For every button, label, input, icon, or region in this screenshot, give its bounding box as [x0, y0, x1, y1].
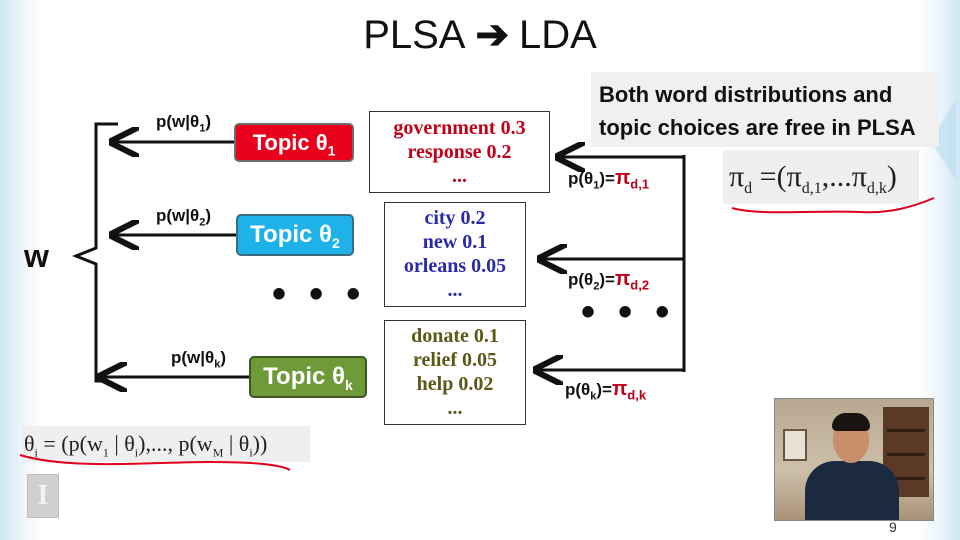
theta-formula: θi = (p(w1 | θi),..., p(wM | θi)): [22, 426, 310, 462]
label-sub: 2: [593, 280, 600, 293]
word-distribution-box-2: city 0.2 new 0.1 orleans 0.05 ...: [384, 202, 526, 307]
pi-sub: d: [744, 180, 753, 197]
label-part: p(θ: [565, 380, 591, 399]
theta-sub: M: [212, 445, 224, 460]
word-line: relief 0.05: [412, 349, 498, 371]
word-line: ...: [447, 397, 463, 419]
pi-sub: d,2: [630, 277, 650, 293]
pi-sub: d,1: [801, 180, 822, 197]
pi-symbol: π: [611, 378, 628, 400]
label-part: p(w|θ: [156, 112, 200, 131]
page-number: 9: [889, 519, 897, 535]
label-sub: 1: [199, 122, 206, 135]
topic-k-box: Topic θk: [249, 356, 367, 398]
slide-title: PLSA➔LDA: [0, 12, 960, 58]
word-line: donate 0.1: [411, 325, 499, 347]
theta-part: )): [252, 431, 268, 456]
word-line: government 0.3: [393, 117, 526, 139]
underline-pi: [731, 197, 935, 214]
word-line: ...: [447, 279, 463, 301]
theta-sub: 1: [102, 445, 109, 460]
bookshelf: [883, 407, 929, 497]
topic-label: Topic θ: [263, 363, 346, 390]
pi-symbol: π: [729, 160, 745, 193]
word-line: ...: [452, 165, 467, 187]
theta-part: | θ: [108, 431, 135, 456]
shelf-row: [887, 453, 925, 456]
w-bracket: [71, 122, 118, 383]
title-lda: LDA: [519, 13, 597, 57]
topic-sub: 1: [327, 142, 336, 159]
label-sub: 2: [199, 216, 206, 229]
note-box: Both word distributions and topic choice…: [591, 72, 939, 147]
pi-part: ): [886, 160, 897, 193]
pi-symbol: π: [614, 268, 631, 290]
word-prob-label-1: p(w|θ1): [156, 112, 211, 134]
pi-symbol: π: [614, 167, 631, 189]
ellipsis-right: • • •: [581, 290, 676, 334]
label-sub: k: [214, 358, 221, 371]
label-part: ): [205, 112, 212, 131]
label-part: ): [220, 348, 227, 367]
pi-part: =(π: [752, 160, 802, 193]
topic-prob-label-2: p(θ2)=πd,2: [568, 268, 649, 292]
topic-sub: k: [345, 376, 353, 393]
ellipsis-left: • • •: [272, 272, 367, 316]
pi-sub: d,k: [627, 387, 647, 403]
underline-theta: [19, 454, 291, 471]
word-prob-label-2: p(w|θ2): [156, 206, 211, 228]
word-line: new 0.1: [422, 231, 488, 253]
pi-sub: d,k: [866, 180, 887, 197]
shelf-row: [887, 477, 925, 480]
right-arrow-icon: ➔: [475, 13, 509, 57]
w-label: w: [24, 238, 49, 274]
topic-prob-label-1: p(θ1)=πd,1: [568, 167, 649, 191]
university-logo: I: [27, 474, 59, 518]
presenter-body: [805, 461, 899, 520]
label-part: )=: [599, 169, 615, 188]
word-distribution-box-1: government 0.3 response 0.2 ...: [369, 111, 550, 193]
theta-sub: i: [249, 445, 253, 460]
webcam-overlay: [774, 398, 934, 521]
topic-label: Topic θ: [252, 130, 328, 155]
label-part: p(w|θ: [171, 348, 215, 367]
label-sub: 1: [593, 179, 600, 192]
label-part: ): [205, 206, 212, 225]
theta-part: | θ: [223, 431, 250, 456]
pi-part: ,...π: [821, 160, 867, 193]
label-sub: k: [590, 390, 597, 403]
word-line: orleans 0.05: [403, 255, 507, 277]
topic-1-box: Topic θ1: [234, 123, 354, 162]
topic-prob-label-k: p(θk)=πd,k: [565, 378, 646, 402]
topic-label: Topic θ: [250, 221, 333, 248]
pi-formula: πd =(πd,1,...πd,k): [723, 150, 919, 204]
topic-sub: 2: [332, 234, 340, 251]
wall-picture: [783, 429, 807, 461]
label-part: p(θ: [568, 169, 594, 188]
title-plsa: PLSA: [363, 13, 466, 57]
word-prob-label-k: p(w|θk): [171, 348, 226, 370]
word-line: help 0.02: [416, 373, 494, 395]
presenter-hair: [832, 413, 870, 431]
shelf-row: [887, 429, 925, 432]
word-line: city 0.2: [424, 207, 486, 229]
theta-part: ),..., p(w: [138, 431, 213, 456]
label-part: )=: [599, 270, 615, 289]
theta-symbol: θ: [24, 431, 35, 456]
label-part: p(w|θ: [156, 206, 200, 225]
word-distribution-box-k: donate 0.1 relief 0.05 help 0.02 ...: [384, 320, 526, 425]
theta-sub: i: [34, 445, 38, 460]
label-part: )=: [596, 380, 612, 399]
theta-sub: i: [134, 445, 139, 460]
label-part: p(θ: [568, 270, 594, 289]
word-line: response 0.2: [407, 141, 512, 163]
pi-sub: d,1: [630, 176, 650, 192]
theta-part: = (p(w: [37, 431, 103, 456]
topic-2-box: Topic θ2: [236, 214, 354, 256]
